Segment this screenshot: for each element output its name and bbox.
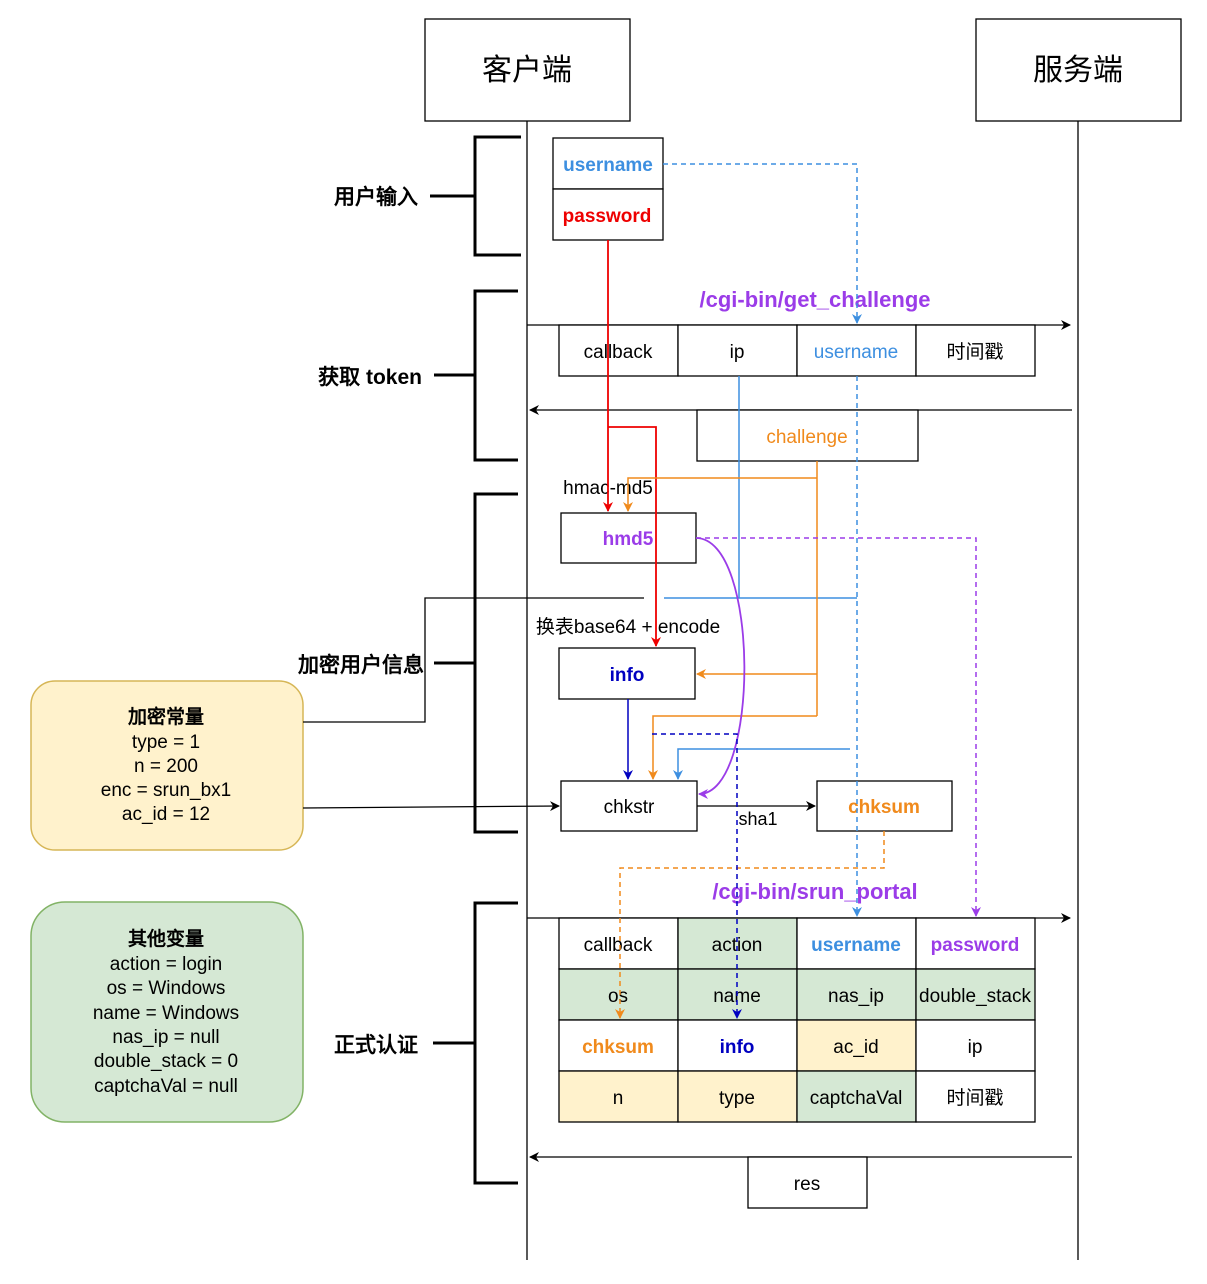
chksum-label: chksum [848,797,920,818]
table-cell: name [713,986,761,1007]
phase-encrypt [434,492,518,834]
server-participant: 服务端 [975,18,1182,122]
flow-hmd5-to-portal [696,537,981,917]
user-input-box: username password [552,137,664,241]
server-label: 服务端 [1033,54,1123,87]
sha1-label: sha1 [738,809,777,829]
param-ip: ip [730,342,745,363]
variable-line: captchaVal = null [94,1076,238,1097]
constants-to-chkstr-arrow [302,801,560,812]
flow-challenge-to-hmd5 [623,477,817,512]
phase-encrypt-label: 加密用户信息 [297,653,424,677]
constants-box: 加密常量 type = 1 n = 200 enc = srun_bx1 ac_… [30,680,304,851]
table-cell: n [613,1088,624,1109]
base64-label: 换表base64 + encode [536,616,720,638]
password-field: password [563,206,652,227]
table-cell: captchaVal [810,1088,903,1109]
constants-connector [303,597,644,723]
variable-line: action = login [110,954,223,975]
flow-hmd5-to-chkstr [695,537,746,799]
flow-username-to-chkstr [673,748,850,780]
table-cell: action [712,935,763,956]
constant-line: enc = srun_bx1 [101,780,231,801]
table-cell: ip [968,1037,983,1058]
srun-portal-param-table: callback action username password os nam… [558,917,1036,1123]
table-cell: info [720,1037,755,1058]
get-challenge-params: callback ip username 时间戳 [558,324,1036,377]
client-label: 客户端 [482,54,572,87]
phase-user-input [430,135,521,257]
info-label: info [610,665,645,686]
flow-chksum-to-portal [615,831,885,1019]
table-cell: username [811,935,901,956]
phase-auth-label: 正式认证 [334,1034,418,1057]
flow-password-to-info [608,426,661,647]
param-callback: callback [584,342,653,363]
username-field: username [563,155,653,176]
table-cell: password [931,935,1020,956]
param-timestamp: 时间戳 [946,341,1003,363]
phase-get-token-label: 获取 token [318,365,422,389]
table-cell: nas_ip [828,986,884,1007]
chksum-box [816,780,953,832]
variable-line: os = Windows [107,978,226,999]
srun-portal-endpoint: /cgi-bin/srun_portal [712,879,917,904]
variables-title: 其他变量 [128,927,204,950]
res-box [747,1156,868,1209]
constant-line: n = 200 [134,756,198,777]
res-label: res [794,1174,820,1195]
chkstr-label: chkstr [604,797,655,818]
table-cell: callback [584,935,653,956]
flow-info-to-portal [652,733,742,1019]
table-cell: type [719,1088,755,1109]
get-challenge-endpoint: /cgi-bin/get_challenge [699,287,930,312]
client-participant: 客户端 [424,18,631,122]
variables-box: 其他变量 action = login os = Windows name = … [30,901,304,1123]
constant-line: type = 1 [132,732,200,753]
phase-get-token [434,289,518,462]
table-cell: chksum [582,1037,654,1058]
table-cell: 时间戳 [946,1087,1003,1109]
variable-line: name = Windows [93,1003,239,1024]
challenge-label: challenge [766,427,847,448]
flow-username-to-challenge [663,163,862,324]
table-cell: os [608,986,628,1007]
param-username: username [814,342,899,363]
chkstr-box [560,780,698,832]
hmd5-label: hmd5 [603,529,654,550]
variable-line: double_stack = 0 [94,1051,238,1072]
constants-title: 加密常量 [127,705,204,728]
info-box [558,647,696,700]
phase-auth [433,901,518,1185]
constant-line: ac_id = 12 [122,804,210,825]
flow-challenge-to-chkstr [648,715,817,780]
variable-line: nas_ip = null [112,1027,219,1048]
table-cell: ac_id [833,1037,878,1058]
challenge-box [696,409,919,462]
table-cell: double_stack [919,986,1031,1007]
phase-user-input-label: 用户输入 [334,185,418,209]
